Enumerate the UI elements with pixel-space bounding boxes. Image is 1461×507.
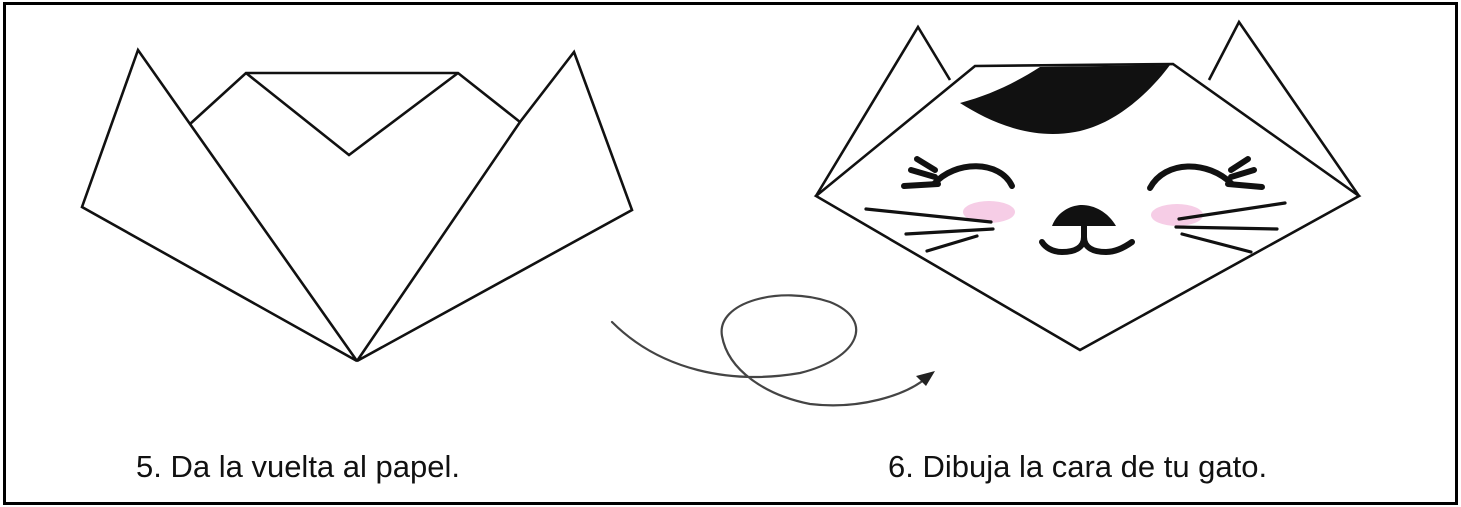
- step6-cat-face: [816, 22, 1359, 350]
- curly-arrow-path: [612, 295, 925, 405]
- left-eyelash: [904, 159, 938, 186]
- head-patch: [960, 65, 1170, 134]
- right-eyelash: [1228, 159, 1262, 187]
- step5-folded-paper: [82, 50, 632, 361]
- right-whisker-3: [1182, 234, 1251, 252]
- left-whisker-2: [906, 229, 993, 234]
- center-panel-outline: [190, 73, 520, 124]
- center-v-fold: [246, 73, 458, 155]
- left-whisker-3: [927, 236, 977, 251]
- right-closed-eye: [1150, 166, 1232, 188]
- right-ear-flap: [357, 52, 632, 361]
- left-ear: [816, 27, 950, 196]
- step6-caption: 6. Dibuja la cara de tu gato.: [888, 447, 1267, 487]
- curly-arrow: [612, 295, 935, 405]
- cat-mouth: [1042, 225, 1132, 252]
- right-whisker-2: [1176, 227, 1277, 229]
- step5-caption: 5. Da la vuelta al papel.: [136, 447, 460, 487]
- left-closed-eye: [934, 166, 1012, 186]
